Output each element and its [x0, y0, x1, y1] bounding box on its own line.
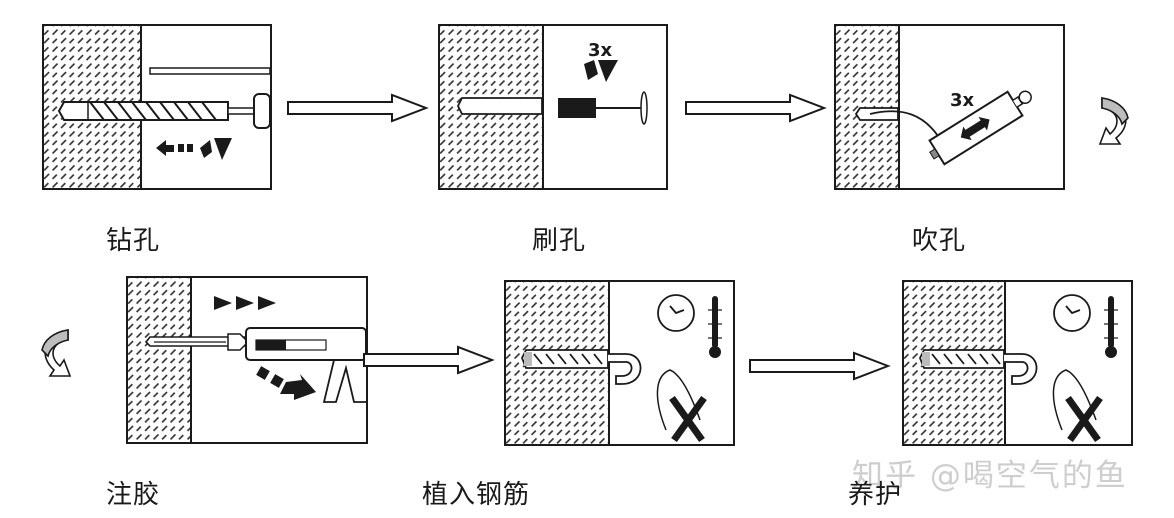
thermometer-icon — [708, 296, 722, 358]
no-touch-icon — [656, 369, 707, 443]
arrow-5-to-6 — [748, 351, 891, 381]
pull-out-arrow-icon — [156, 138, 232, 160]
blower-icon — [928, 90, 1032, 166]
blow-repeat-annotation: 3x — [950, 90, 975, 111]
step-1-drill-panel — [42, 24, 272, 190]
step-2-label: 刷孔 — [532, 226, 587, 256]
rebar-insert-illustration — [504, 280, 735, 446]
squeeze-arrows-icon — [256, 366, 316, 400]
glue-injection-illustration — [126, 276, 368, 444]
push-arrows-icon — [214, 296, 276, 310]
drill-illustration — [42, 24, 272, 190]
drill-bit-icon — [57, 93, 271, 129]
blow-illustration: 3x — [834, 24, 1065, 190]
arrow-4-to-5 — [362, 345, 495, 375]
continue-curl-arrow-right — [1096, 94, 1136, 154]
curved-arrow-icon — [41, 329, 72, 377]
curing-illustration — [902, 280, 1133, 446]
step-3-label: 吹孔 — [912, 226, 967, 256]
clock-icon — [657, 294, 695, 332]
rebar-icon — [919, 349, 1038, 385]
continue-curl-arrow-left — [36, 326, 76, 386]
brush-icon — [558, 91, 648, 125]
thermometer-icon — [1104, 296, 1118, 358]
step-2-brush-panel: 3x — [438, 24, 668, 190]
clock-icon — [1053, 294, 1091, 332]
step-6-label: 养护 — [848, 480, 903, 510]
step-5-rebar-panel — [504, 280, 736, 446]
step-5-label: 植入钢筋 — [422, 480, 531, 510]
step-4-label: 注胶 — [106, 480, 161, 510]
step-4-glue-panel — [126, 276, 368, 444]
watermark: 知乎 @喝空气的鱼 — [852, 458, 1128, 494]
arrow-1-to-2 — [286, 93, 429, 123]
step-6-curing-panel — [902, 280, 1134, 446]
arrow-2-to-3 — [684, 93, 827, 123]
drill-rod-icon — [149, 67, 271, 75]
rebar-icon — [521, 349, 642, 385]
curved-arrow-icon — [1098, 97, 1129, 145]
rotate-arrow-icon — [584, 60, 618, 82]
no-touch-icon — [1052, 369, 1103, 443]
brush-illustration: 3x — [438, 24, 668, 190]
step-1-label: 钻孔 — [106, 226, 161, 256]
step-3-blow-panel: 3x — [834, 24, 1066, 190]
glue-gun-icon — [144, 327, 367, 403]
brush-repeat-annotation: 3x — [588, 40, 613, 61]
